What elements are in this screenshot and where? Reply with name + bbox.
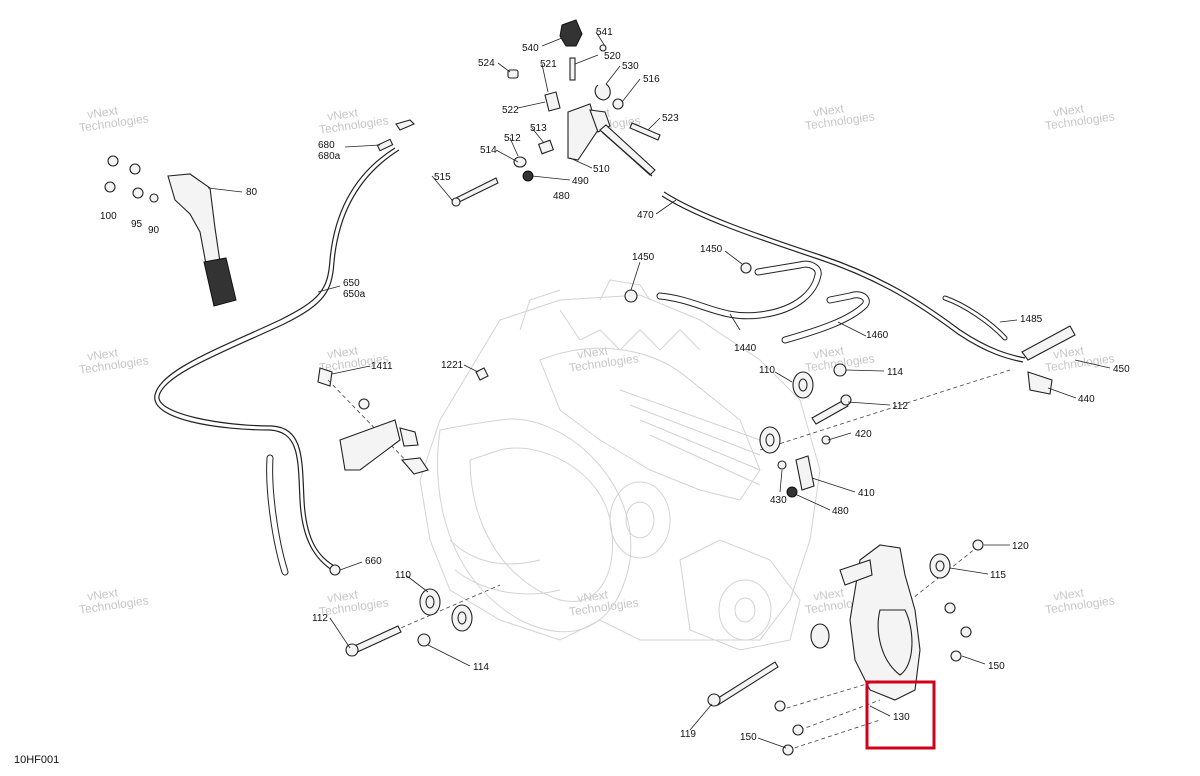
spring-assembly [1021,325,1076,395]
part-label: 660 [365,556,382,567]
part-label: 510 [593,164,610,175]
part-label: 112 [312,613,328,624]
part-label: 650 [343,278,360,289]
watermark: vNext [86,585,119,603]
part-label: 1411 [371,361,393,372]
cables [154,147,1026,573]
part-label: 520 [604,51,621,62]
part-label: 512 [504,133,521,144]
part-label: 420 [855,429,872,440]
watermark: vNext [812,343,845,361]
engine-ghost-outline [419,279,821,651]
watermark: vNext [812,101,845,119]
shifter-assembly [451,19,661,207]
part-label: 112 [892,401,908,412]
watermark: vNext [1052,585,1085,603]
part-label: 440 [1078,394,1095,405]
part-label: 90 [148,225,160,236]
watermark: vNext [326,343,359,361]
part-label: 1450 [700,244,723,255]
part-label: 110 [395,570,411,581]
hose-660 [266,454,289,576]
part-label: 119 [680,729,696,740]
part-label: 521 [540,59,557,70]
diagram-reference-code: 10HF001 [14,754,60,766]
part-label: 524 [478,58,495,69]
part-label: 114 [887,367,903,378]
part-label: 516 [643,74,660,85]
part-label: 110 [759,365,775,376]
part-label: 114 [473,662,489,673]
part-label: 450 [1113,364,1130,375]
part-label: 1440 [734,343,757,354]
part-label: 513 [530,123,547,134]
part-label: 430 [770,495,787,506]
rod-1485 [942,295,1008,341]
watermark: vNext [1052,101,1085,119]
part-label: 1460 [866,330,889,341]
part-label: 480 [553,191,570,202]
part-label: 523 [662,113,679,124]
hose-1460 [781,291,870,344]
watermark: vNext [812,585,845,603]
watermark: vNext [326,587,359,605]
bracket-130 [707,539,984,756]
part-label: 490 [572,176,589,187]
bracket-1411 [317,367,489,475]
watermark: vNext [86,345,119,363]
part-label: 100 [100,211,117,222]
leader-lines [207,31,1111,749]
part-label: 150 [740,732,757,743]
part-label: 95 [131,219,143,230]
part-label: 1221 [441,360,464,371]
hose-1440 [656,260,822,320]
watermark: vNext [86,103,119,121]
part-label: 540 [522,43,539,54]
part-label: 130 [893,712,910,723]
part-label: 150 [988,661,1005,672]
part-label: 410 [858,488,875,499]
part-label: 115 [990,570,1006,581]
watermark: vNext [576,587,609,605]
part-label: 515 [434,172,451,183]
part-label: 680 [318,140,335,151]
watermark: vNext [1052,343,1085,361]
pulley-assembly-upper [759,363,1011,498]
pulley-assembly-left [329,564,501,657]
part-label: 470 [637,210,654,221]
part-label: 650a [343,289,366,300]
part-label: 1485 [1020,314,1043,325]
cable-end-680 [376,119,415,152]
part-label: 530 [622,61,639,72]
highlight-box [865,680,936,750]
watermark: vNext [326,105,359,123]
part-label: 680a [318,151,341,162]
part-label: 1450 [632,252,655,263]
accelerator-pedal [104,155,237,307]
part-label: 541 [596,27,613,38]
part-labels: 540 541 520 524 521 530 516 522 523 513 … [100,27,1130,743]
part-label: 514 [480,145,497,156]
part-label: 522 [502,105,519,116]
part-label: 480 [832,506,849,517]
part-label: 80 [246,187,258,198]
part-label: 120 [1012,541,1029,552]
